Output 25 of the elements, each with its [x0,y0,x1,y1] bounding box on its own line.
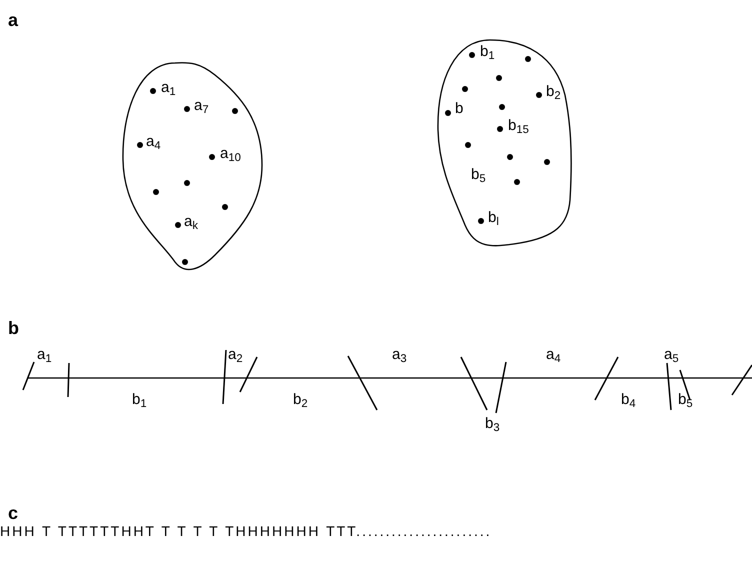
sequence-text: HHH T TTTTTTHHT T T T T THHHHHHH TTT....................... [0,522,492,541]
segment-label: a$_{5}$ [664,345,679,365]
segment-label: b$_{2}$ [293,390,308,410]
point-label: b [455,100,464,118]
segment-label: a$_{2}$ [228,345,243,365]
point-label: b$_{5}$ [471,166,486,184]
point-label: b$_{2}$ [546,83,561,101]
segment-label: a$_{4}$ [546,345,561,365]
point-label: a$_{k}$ [184,213,198,231]
segment-label: b$_{5}$ [678,390,693,410]
point-label: a$_{10}$ [220,145,241,163]
point-label: a$_{7}$ [194,97,209,115]
point-label: b$_{15}$ [508,117,529,135]
panel-letter: b [8,318,19,338]
point-label: a$_{4}$ [146,133,161,151]
point-label: b$_{1}$ [480,43,495,61]
point-label: b$_{l}$ [488,209,499,227]
panel-letter: a [8,10,18,30]
point-label: a$_{1}$ [161,79,176,97]
segment-label: b$_{1}$ [132,390,147,410]
segment-label: b$_{3}$ [485,414,500,434]
segment-label: a$_{3}$ [392,345,407,365]
segment-label: b$_{4}$ [621,390,636,410]
segment-label: a$_{1}$ [37,345,52,365]
panel-letter: c [8,503,18,523]
